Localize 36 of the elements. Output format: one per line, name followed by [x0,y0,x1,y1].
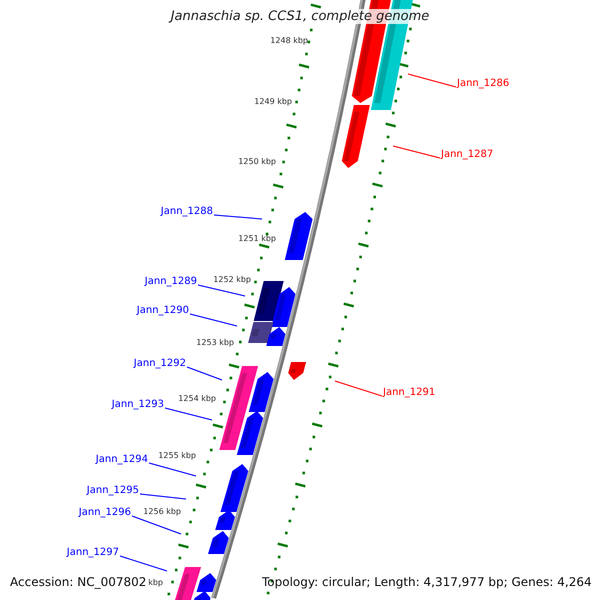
leader-line [198,284,246,296]
footer-text: Topology: circular; Length: 4,317,977 bp; Genes: 4,264 [262,575,592,589]
gene-label: Jann_1289 [144,276,197,288]
leader-line [148,462,196,476]
leader-line [334,380,382,396]
leader-line [392,146,440,158]
gene-label: Jann_1293 [112,399,164,411]
scale-label: 1254 kbp [178,394,216,404]
scale-label: 1248 kbp [270,36,308,46]
scale-label: 1253 kbp [196,338,234,348]
leader-line [214,214,262,220]
scale-label: 1251 kbp [238,234,276,244]
scale-label: 1250 kbp [238,157,276,167]
scale-label: kbp [148,578,163,588]
gene-label: Jann_1295 [86,485,139,497]
leader-line [186,366,222,380]
leader-line [120,556,168,572]
footer-text: Accession: NC_007802 [10,575,146,589]
gene-label: Jann_1287 [441,149,494,161]
leader-line [132,516,182,534]
leader-line [408,74,456,88]
leader-line [190,314,238,326]
leader-line [164,408,212,420]
gene-label: Jann_1288 [160,206,213,218]
gene-label: Jann_1291 [383,387,436,399]
gene-label: Jann_1294 [96,454,148,466]
scale-label: 1252 kbp [213,275,251,285]
leader-line [140,494,186,500]
scale-label: 1249 kbp [254,97,292,107]
scale-label: 1255 kbp [158,451,196,461]
gene-label: Jann_1296 [78,507,131,519]
gene-label: Jann_1286 [457,78,510,90]
scale-label: 1256 kbp [143,507,181,517]
gene-label: Jann_1297 [66,547,119,559]
gene-label: Jann_1292 [134,358,186,370]
gene-label: Jann_1290 [136,305,189,317]
